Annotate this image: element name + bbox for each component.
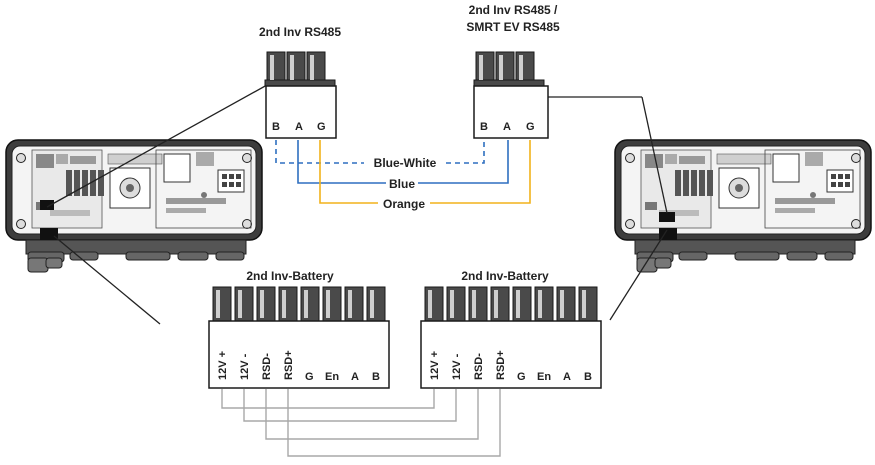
right-rs485-port bbox=[659, 212, 675, 222]
pin-b: B bbox=[584, 371, 592, 383]
pin-a: A bbox=[503, 121, 511, 133]
battery-wires bbox=[221, 389, 501, 457]
rs485-connector-right: B A G bbox=[473, 51, 549, 139]
wire-label-orange: Orange bbox=[383, 197, 425, 211]
battery-connector-left: 12V + 12V - RSD- RSD+ G En A B bbox=[208, 286, 390, 389]
battery-right-title: 2nd Inv-Battery bbox=[461, 269, 549, 283]
pin-12v-minus: 12V - bbox=[451, 353, 463, 380]
wire-label-blue: Blue bbox=[389, 177, 415, 191]
pin-rsd-minus: RSD- bbox=[261, 353, 273, 380]
right-battery-port bbox=[659, 228, 677, 240]
pin-en: En bbox=[325, 371, 339, 383]
pin-a: A bbox=[351, 371, 359, 383]
pin-rsd-minus: RSD- bbox=[473, 353, 485, 380]
leader-left-rs485 bbox=[46, 84, 268, 208]
rs485-connector-left: B A G bbox=[264, 51, 337, 139]
pin-b: B bbox=[480, 121, 488, 133]
pin-g: G bbox=[526, 121, 535, 133]
pin-b: B bbox=[372, 371, 380, 383]
rs485-right-title-line1: 2nd Inv RS485 / bbox=[469, 3, 558, 17]
left-rs485-port bbox=[40, 200, 54, 210]
leader-left-battery bbox=[53, 235, 161, 325]
battery-connector-right: 12V + 12V - RSD- RSD+ G En A B bbox=[420, 286, 602, 389]
battery-left-title: 2nd Inv-Battery bbox=[246, 269, 334, 283]
pin-12v-plus: 12V + bbox=[429, 351, 441, 380]
pin-g: G bbox=[317, 121, 326, 133]
wire-label-blue-white: Blue-White bbox=[374, 156, 437, 170]
inverter-right bbox=[614, 139, 872, 273]
wire-blue-white bbox=[275, 140, 485, 164]
wire-blue bbox=[297, 140, 509, 184]
pin-b: B bbox=[272, 121, 280, 133]
pin-12v-minus: 12V - bbox=[239, 353, 251, 380]
pin-g: G bbox=[305, 371, 314, 383]
leader-right-rs485 bbox=[641, 96, 668, 214]
leader-right-battery bbox=[609, 229, 668, 321]
left-battery-port bbox=[40, 228, 58, 240]
pin-en: En bbox=[537, 371, 551, 383]
wire-orange bbox=[319, 140, 531, 204]
pin-a: A bbox=[563, 371, 571, 383]
pin-a: A bbox=[295, 121, 303, 133]
pin-12v-plus: 12V + bbox=[217, 351, 229, 380]
rs485-left-title: 2nd Inv RS485 bbox=[259, 25, 341, 39]
pin-rsd-plus: RSD+ bbox=[283, 350, 295, 380]
rs485-right-title-line2: SMRT EV RS485 bbox=[466, 20, 560, 34]
inverter-left bbox=[5, 139, 263, 273]
pin-rsd-plus: RSD+ bbox=[495, 350, 507, 380]
pin-g: G bbox=[517, 371, 526, 383]
